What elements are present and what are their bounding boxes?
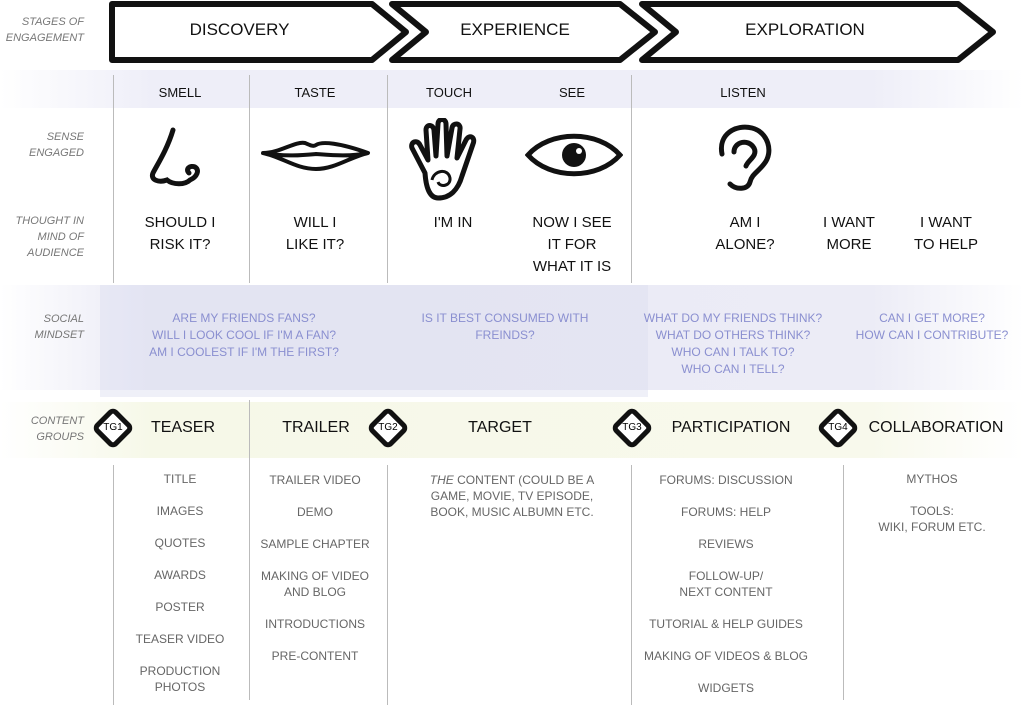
stage-arrow-discovery [109, 1, 409, 63]
divider [631, 465, 632, 705]
tag-tg3: TG3 [610, 406, 654, 450]
stage-arrows [109, 1, 996, 63]
list-participation: FORUMS: DISCUSSION FORUMS: HELP REVIEWS FOL… [644, 472, 808, 712]
group-collaboration: COLLABORATION [868, 419, 1004, 436]
list-item: POSTER [155, 600, 205, 614]
group-teaser: TEASER [150, 419, 216, 436]
list-item: MAKING OF VIDEOS & BLOG [643, 649, 809, 663]
list-item: IMAGES [156, 504, 204, 518]
divider [631, 75, 632, 283]
list-item: INTRODUCTIONS [264, 617, 365, 631]
list-item: TRAILER VIDEO [269, 473, 361, 487]
list-item: MYTHOS [906, 472, 958, 486]
stage-experience: EXPERIENCE [460, 20, 570, 39]
group-participation: PARTICIPATION [671, 419, 791, 436]
lips-icon [261, 140, 370, 171]
divider [843, 465, 844, 700]
sense-taste: TASTE [294, 85, 336, 100]
hand-icon [409, 118, 477, 201]
list-item: WIDGETS [697, 681, 754, 695]
list-item: MAKING OF VIDEO AND BLOG [260, 569, 370, 599]
list-item: TEASER VIDEO [135, 632, 225, 646]
divider [249, 75, 250, 283]
social-discovery: ARE MY FRIENDS FANS?WILL I LOOK COOL IF … [149, 311, 339, 359]
list-collaboration: MYTHOS TOOLS: WIKI, FORUM ETC. [878, 471, 985, 551]
list-item: FOLLOW-UP/ NEXT CONTENT [679, 569, 773, 599]
list-trailer: TRAILER VIDEO DEMO SAMPLE CHAPTER MAKING OF… [260, 472, 369, 680]
tag-tg2: TG2 [366, 406, 410, 450]
list-item: AWARDS [154, 568, 206, 582]
divider [249, 400, 250, 700]
stage-arrow-experience [389, 1, 658, 63]
sense-see: SEE [558, 85, 586, 100]
divider [387, 465, 388, 705]
divider [113, 75, 114, 283]
divider [113, 465, 114, 705]
divider [387, 75, 388, 283]
sense-listen: LISTEN [720, 85, 766, 100]
stage-arrow-exploration [639, 1, 996, 63]
list-item: SAMPLE CHAPTER [260, 537, 370, 551]
nose-icon [149, 127, 200, 187]
group-trailer: TRAILER [282, 419, 350, 436]
list-item: DEMO [296, 505, 333, 519]
list-item: FORUMS: DISCUSSION [659, 473, 793, 487]
stage-exploration: EXPLORATION [745, 20, 865, 39]
tag-tg4: TG4 [816, 406, 860, 450]
sense-touch: TOUCH [426, 85, 472, 100]
eye-icon [525, 133, 623, 177]
thought-touch: I'M IN [433, 214, 473, 231]
list-item: TITLE [163, 472, 197, 486]
social-band-highlight [100, 285, 648, 397]
stage-discovery: DISCOVERY [189, 20, 290, 39]
list-item: TUTORIAL & HELP GUIDES [649, 617, 803, 631]
list-teaser: TITLE IMAGES QUOTES AWARDS POSTER TEASER VIDE… [136, 471, 225, 711]
social-band [0, 285, 1024, 390]
list-item: QUOTES [154, 536, 206, 550]
group-target: TARGET [468, 419, 532, 436]
list-item: PRODUCTION PHOTOS [139, 664, 221, 694]
list-target: THE CONTENT (COULD BE A GAME, MOVIE, TV … [429, 473, 595, 519]
list-item: REVIEWS [698, 537, 754, 551]
social-collaboration: CAN I GET MORE?HOW CAN I CONTRIBUTE? [855, 311, 1009, 342]
list-item: PRE-CONTENT [271, 649, 359, 663]
list-item: TOOLS: WIKI, FORUM ETC. [878, 504, 986, 534]
tag-tg1: TG1 [91, 406, 135, 450]
list-item: FORUMS: HELP [680, 505, 772, 519]
social-exploration: WHAT DO MY FRIENDS THINK?WHAT DO OTHERS … [643, 311, 823, 376]
ear-icon [718, 124, 772, 191]
sense-smell: SMELL [158, 85, 202, 100]
sense-band [0, 70, 1024, 108]
